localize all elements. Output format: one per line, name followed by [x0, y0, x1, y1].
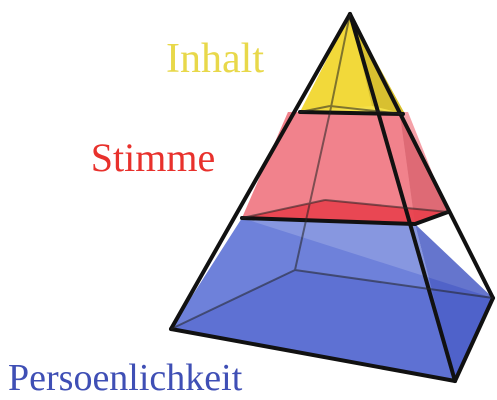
label-middle: Stimme: [91, 135, 215, 180]
label-top: Inhalt: [166, 36, 264, 82]
pyramid-edges: [169, 12, 495, 383]
label-bottom: Persoenlichkeit: [8, 357, 243, 399]
layer-middle: [242, 112, 448, 224]
pyramid-hidden-edges: [170, 13, 494, 330]
